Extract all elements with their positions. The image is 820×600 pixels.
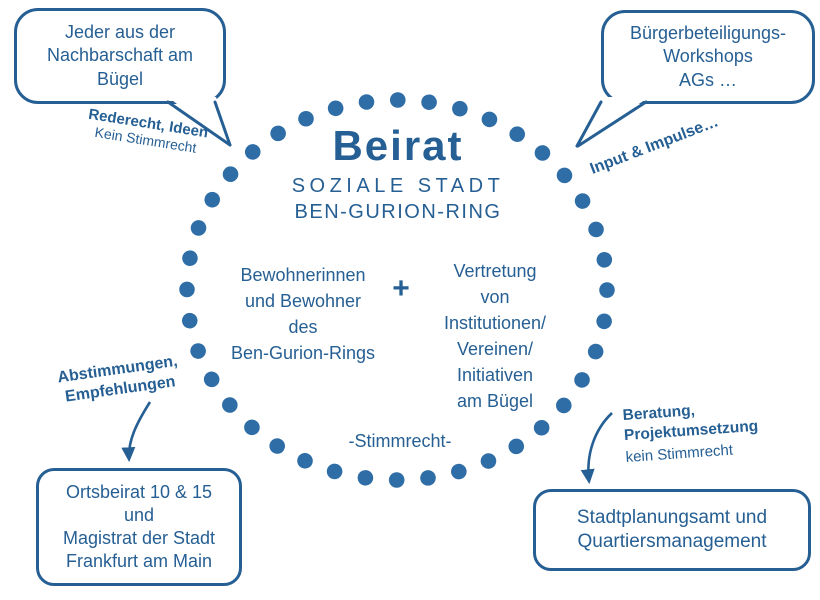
- plus-sign: +: [392, 272, 410, 305]
- box-stadtplanungsamt: Stadtplanungsamt und Quartiersmanagement: [533, 489, 811, 571]
- circle-title-block: Beirat SOZIALE STADT BEN-GURION-RING: [258, 122, 538, 224]
- box-ortsbeirat-text: Ortsbeirat 10 & 15 und Magistrat der Sta…: [62, 481, 216, 572]
- dotted-circle: [179, 92, 615, 488]
- diagram-subtitle-line2: BEN-GURION-RING: [294, 201, 502, 223]
- speech-bubble-nachbarschaft: Jeder aus der Nachbarschaft am Bügel: [14, 8, 226, 104]
- curved-arrow-to-ortsbeirat: [121, 401, 152, 463]
- residents-group-text: Bewohnerinnen und Bewohner des Ben-Gurio…: [230, 265, 376, 364]
- box-stadtplanungsamt-text: Stadtplanungsamt und Quartiersmanagement: [576, 506, 768, 552]
- speech-bubble-workshops: Bürgerbeteiligungs- Workshops AGs …: [601, 10, 815, 104]
- label-beratung: Beratung, Projektumsetzung kein Stimmrec…: [622, 394, 801, 468]
- curved-arrow-to-stadtplanungsamt: [580, 412, 613, 485]
- speech-bubble-nachbarschaft-text: Jeder aus der Nachbarschaft am Bügel: [46, 22, 194, 89]
- diagram-subtitle-line1: SOZIALE STADT: [291, 175, 505, 197]
- institutions-group-text: Vertretung von Institutionen/ Vereinen/ …: [443, 261, 547, 412]
- diagram-title: Beirat: [332, 122, 464, 169]
- voting-right-label: -Stimmrecht-: [348, 431, 452, 451]
- box-ortsbeirat: Ortsbeirat 10 & 15 und Magistrat der Sta…: [36, 468, 242, 586]
- speech-bubble-workshops-text: Bürgerbeteiligungs- Workshops AGs …: [629, 23, 787, 90]
